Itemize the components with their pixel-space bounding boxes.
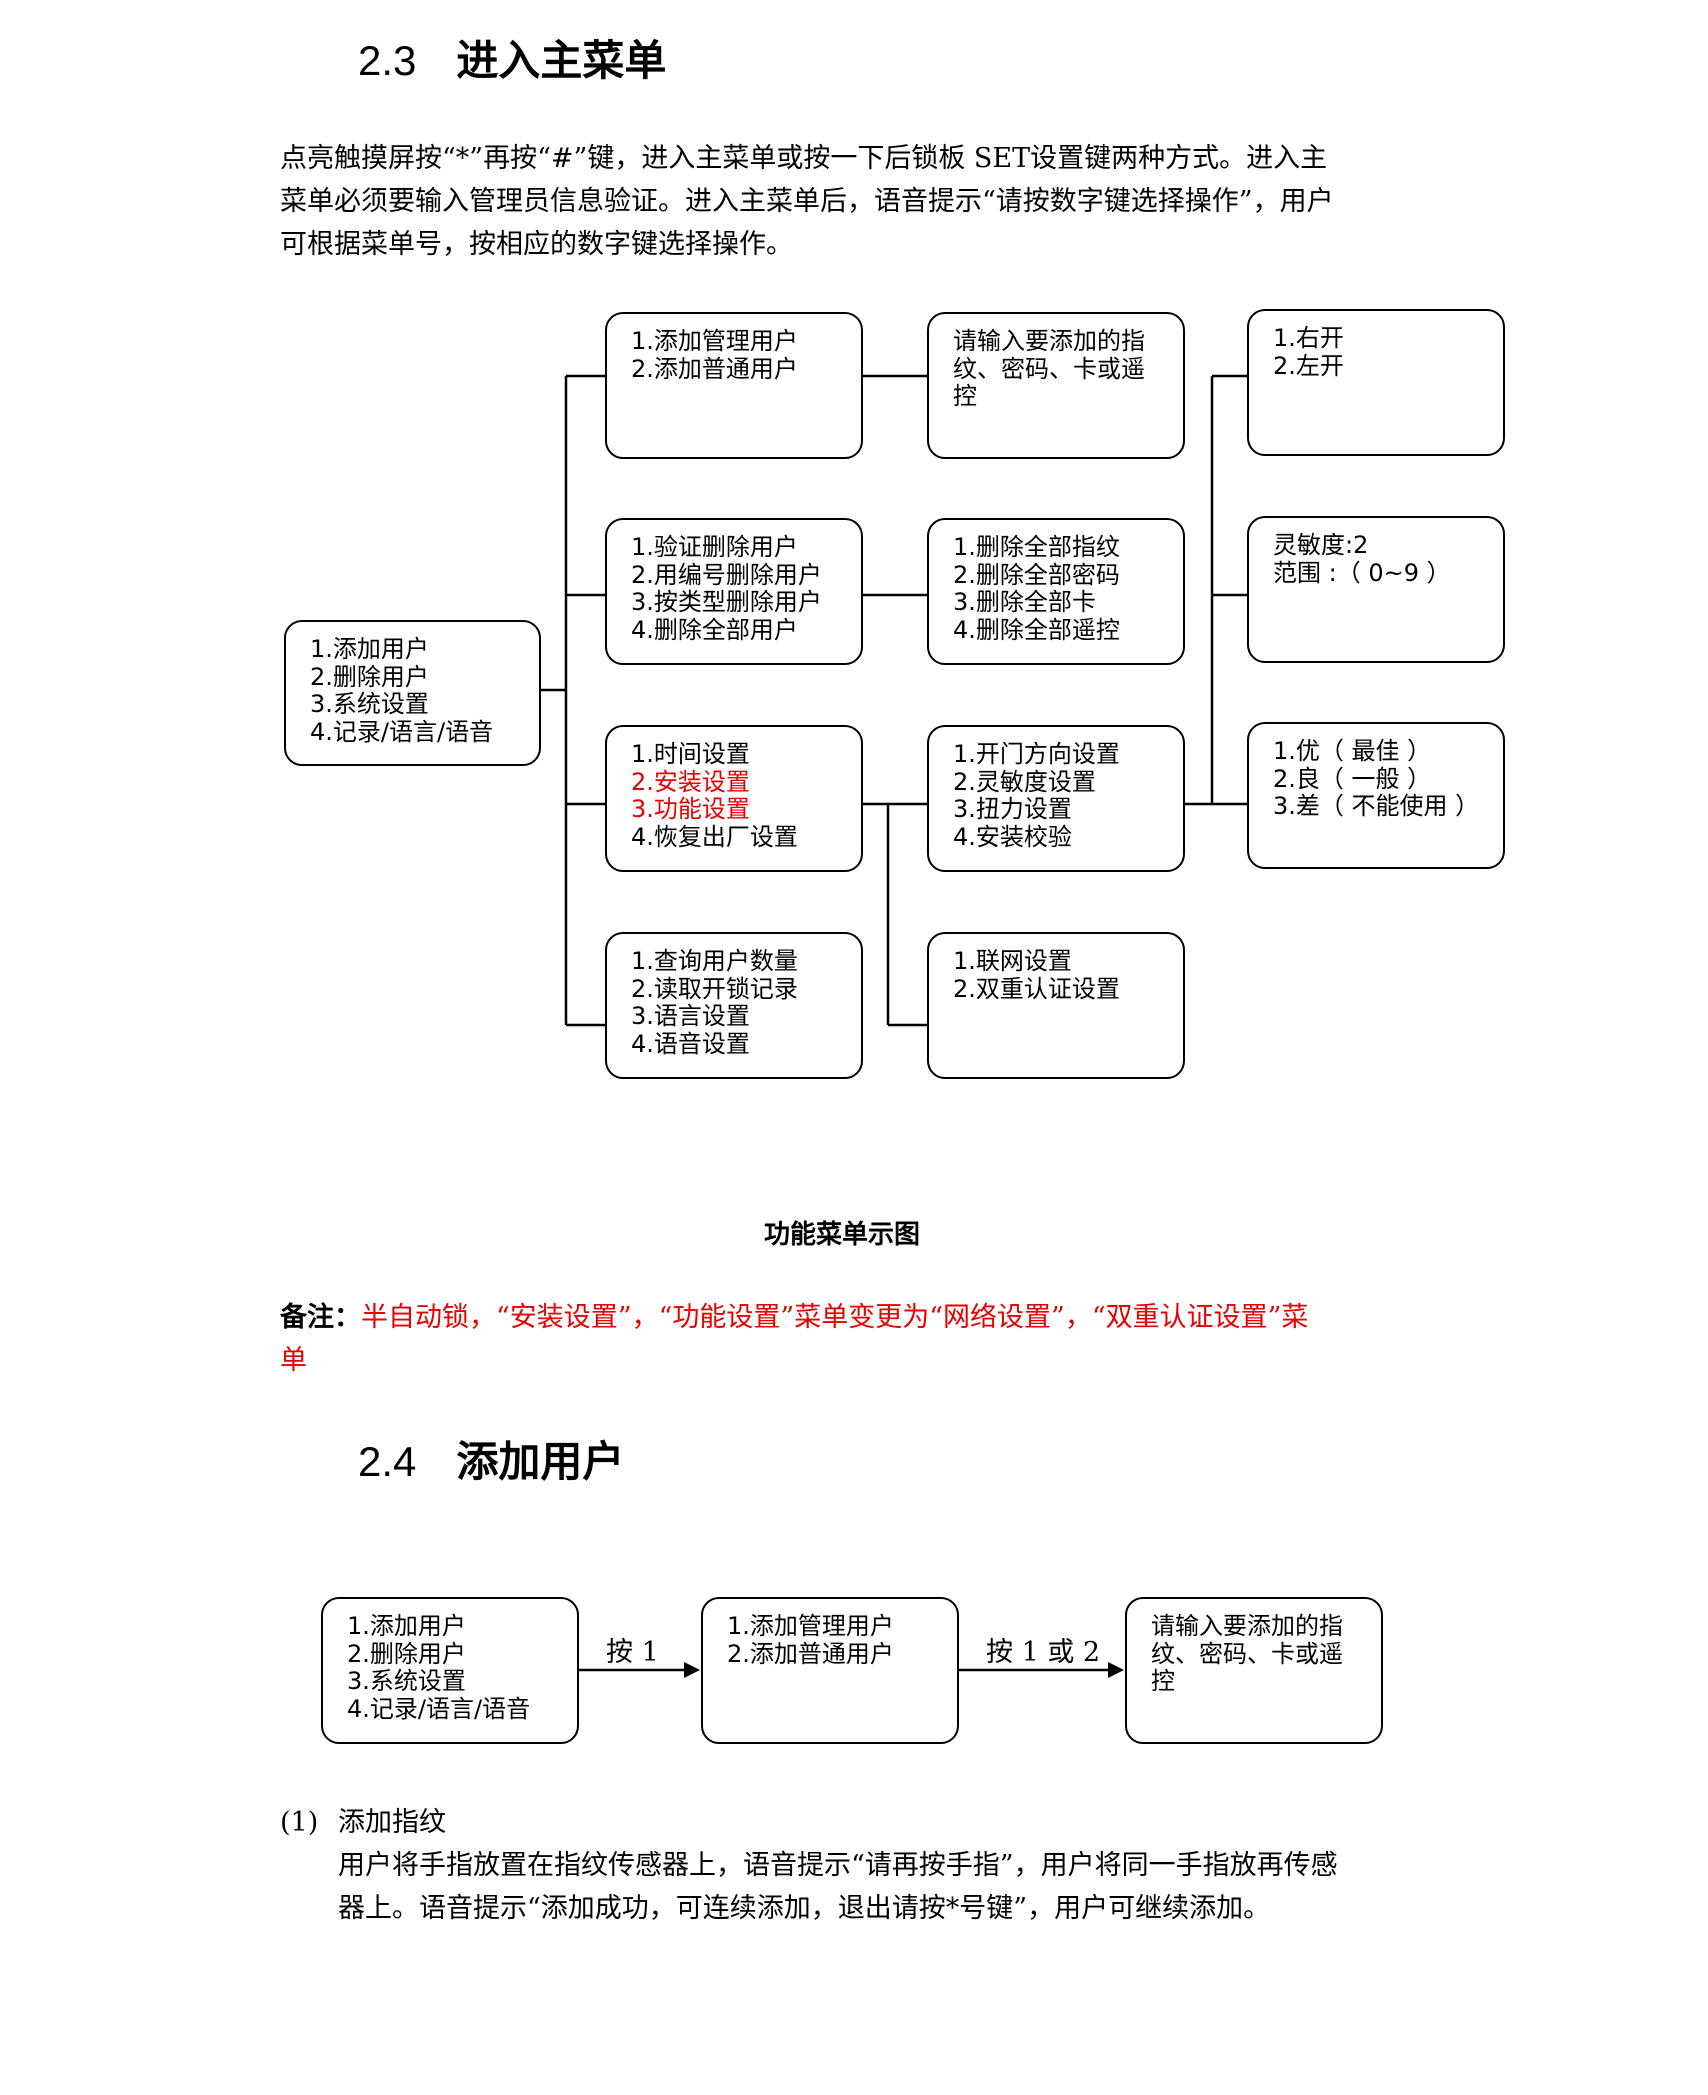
section-title: 添加用户: [456, 1437, 625, 1486]
prompt-line: 纹、密码、卡或遥: [1151, 1639, 1343, 1668]
menu-line: 3.系统设置: [347, 1667, 466, 1695]
option-line: 1.优（ 最佳 ）: [1273, 737, 1432, 765]
menu-line: 2.删除用户: [310, 662, 429, 691]
menu-line: 1.添加用户: [310, 635, 429, 663]
item-1-title: 添加指纹: [338, 1807, 446, 1838]
main-menu-box: 1.添加用户 2.删除用户 3.系统设置 4.记录/语言/语音: [284, 620, 541, 766]
prompt-line: 请输入要添加的指: [1151, 1612, 1343, 1640]
item-1-line: 器上。语音提示“添加成功，可连续添加，退出请按*号键”，用户可继续添加。: [338, 1893, 1271, 1924]
menu-line: 2.灵敏度设置: [953, 767, 1096, 796]
item-1-line: 用户将手指放置在指纹传感器上，语音提示“请再按手指”，用户将同一手指放再传感: [338, 1850, 1338, 1881]
menu-line: 2.添加普通用户: [631, 354, 798, 383]
add-prompt-box: 请输入要添加的指 纹、密码、卡或遥 控: [927, 312, 1185, 459]
option-line: 范围 :（ 0~9 ）: [1273, 558, 1451, 587]
flow-main-menu-box: 1.添加用户 2.删除用户 3.系统设置 4.记录/语言/语音: [321, 1597, 579, 1744]
item-1-marker: (1): [280, 1807, 319, 1838]
menu-line: 3.系统设置: [310, 690, 429, 718]
menu-line: 1.添加管理用户: [727, 1612, 894, 1640]
menu-line: 3.语言设置: [631, 1002, 750, 1030]
door-direction-box: 1.右开 2.左开: [1247, 309, 1505, 456]
note-text-continued: 单: [280, 1345, 307, 1376]
install-settings-menu-box: 1.开门方向设置 2.灵敏度设置 3.扭力设置 4.安装校验: [927, 725, 1185, 872]
section-number: 2.3: [358, 37, 417, 84]
sensitivity-box: 灵敏度:2 范围 :（ 0~9 ）: [1247, 516, 1505, 663]
torque-box: 1.优（ 最佳 ） 2.良（ 一般 ） 3.差（ 不能使用 ）: [1247, 722, 1505, 869]
item-1: 添加指纹 用户将手指放置在指纹传感器上，语音提示“请再按手指”，用户将同一手指放…: [338, 1801, 1338, 1930]
prompt-line: 纹、密码、卡或遥: [953, 354, 1145, 383]
menu-line: 2.双重认证设置: [953, 974, 1120, 1003]
menu-line: 4.删除全部用户: [631, 615, 798, 644]
menu-line: 1.验证删除用户: [631, 533, 798, 561]
system-settings-menu-box: 1.时间设置 2.安装设置 3.功能设置 4.恢复出厂设置: [605, 725, 863, 872]
note-text: 半自动锁，“安装设置”，“功能设置”菜单变更为“网络设置”，“双重认证设置”菜: [361, 1302, 1309, 1333]
note-line-1: 备注：半自动锁，“安装设置”，“功能设置”菜单变更为“网络设置”，“双重认证设置…: [280, 1296, 1308, 1339]
menu-line: 4.安装校验: [953, 822, 1072, 851]
menu-line: 2.删除用户: [347, 1639, 466, 1668]
paragraph-line: 点亮触摸屏按“*”再按“#”键，进入主菜单或按一下后锁板 SET设置键两种方式。…: [280, 143, 1328, 174]
menu-line: 2.用编号删除用户: [631, 560, 822, 589]
function-settings-menu-box: 1.联网设置 2.双重认证设置: [927, 932, 1185, 1079]
menu-line: 1.联网设置: [953, 947, 1072, 975]
record-language-menu-box: 1.查询用户数量 2.读取开锁记录 3.语言设置 4.语音设置: [605, 932, 863, 1079]
prompt-line: 控: [953, 382, 977, 410]
flow-add-prompt-box: 请输入要添加的指 纹、密码、卡或遥 控: [1125, 1597, 1383, 1744]
section-number: 2.4: [358, 1438, 417, 1485]
menu-line: 3.删除全部卡: [953, 588, 1096, 616]
option-line: 2.左开: [1273, 351, 1344, 380]
menu-line-highlighted: 2.安装设置: [631, 767, 750, 796]
figure-caption: 功能菜单示图: [764, 1220, 921, 1250]
menu-line: 1.添加用户: [347, 1612, 466, 1640]
menu-line: 3.扭力设置: [953, 795, 1072, 823]
prompt-line: 控: [1151, 1667, 1175, 1695]
flow-add-user-box: 1.添加管理用户 2.添加普通用户: [701, 1597, 959, 1744]
section-title: 进入主菜单: [456, 36, 667, 85]
intro-paragraph: 点亮触摸屏按“*”再按“#”键，进入主菜单或按一下后锁板 SET设置键两种方式。…: [280, 137, 1334, 266]
menu-line: 4.恢复出厂设置: [631, 822, 798, 851]
note-label: 备注：: [280, 1302, 361, 1333]
menu-line: 2.删除全部密码: [953, 560, 1120, 589]
menu-line: 1.开门方向设置: [953, 740, 1120, 768]
delete-user-menu-box: 1.验证删除用户 2.用编号删除用户 3.按类型删除用户 4.删除全部用户: [605, 518, 863, 665]
menu-line: 4.删除全部遥控: [953, 615, 1120, 644]
menu-line: 1.时间设置: [631, 740, 750, 768]
flow-arrow-label-1: 按 1: [606, 1637, 659, 1668]
menu-line: 3.按类型删除用户: [631, 588, 822, 616]
menu-line: 4.记录/语言/语音: [347, 1694, 531, 1723]
option-line: 3.差（ 不能使用 ）: [1273, 792, 1480, 820]
flow-arrow-label-2: 按 1 或 2: [986, 1637, 1101, 1668]
option-line: 2.良（ 一般 ）: [1273, 764, 1432, 793]
menu-line: 1.添加管理用户: [631, 327, 798, 355]
menu-line-highlighted: 3.功能设置: [631, 795, 750, 823]
menu-line: 2.添加普通用户: [727, 1639, 894, 1668]
prompt-line: 请输入要添加的指: [953, 327, 1145, 355]
add-user-menu-box: 1.添加管理用户 2.添加普通用户: [605, 312, 863, 459]
delete-all-menu-box: 1.删除全部指纹 2.删除全部密码 3.删除全部卡 4.删除全部遥控: [927, 518, 1185, 665]
paragraph-line: 菜单必须要输入管理员信息验证。进入主菜单后，语音提示“请按数字键选择操作”，用户: [280, 186, 1334, 217]
menu-line: 4.语音设置: [631, 1029, 750, 1058]
menu-line: 4.记录/语言/语音: [310, 717, 494, 746]
option-line: 灵敏度:2: [1273, 531, 1369, 559]
menu-line: 1.查询用户数量: [631, 947, 798, 975]
menu-line: 2.读取开锁记录: [631, 974, 798, 1003]
paragraph-line: 可根据菜单号，按相应的数字键选择操作。: [280, 229, 793, 260]
menu-line: 1.删除全部指纹: [953, 533, 1120, 561]
note: 备注：半自动锁，“安装设置”，“功能设置”菜单变更为“网络设置”，“双重认证设置…: [280, 1296, 1308, 1382]
option-line: 1.右开: [1273, 324, 1344, 352]
